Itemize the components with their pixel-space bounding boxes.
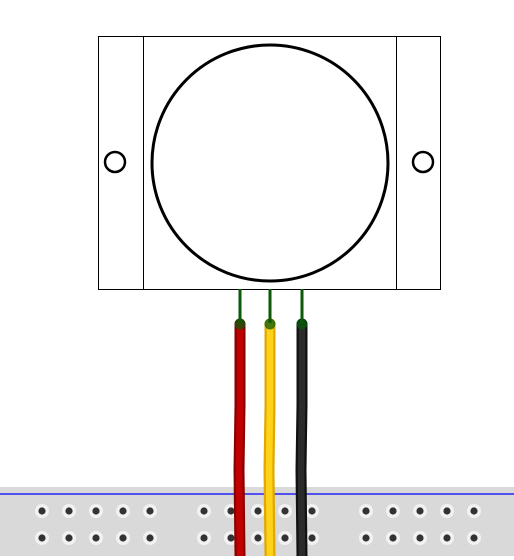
wire-signal	[263, 289, 276, 560]
breadboard	[0, 487, 514, 556]
breadboard-hole	[197, 531, 211, 545]
breadboard-hole	[305, 531, 319, 545]
wire-power	[233, 289, 246, 560]
breadboard-hole	[143, 531, 157, 545]
wire-ground-connector	[296, 318, 308, 330]
breadboard-hole	[413, 531, 427, 545]
wire-ground-core	[297, 320, 306, 560]
breadboard-hole	[359, 504, 373, 518]
wire-power-connector	[234, 318, 246, 330]
breadboard-hole	[278, 504, 292, 518]
breadboard-hole	[386, 504, 400, 518]
left-mounting-hole	[103, 150, 127, 174]
breadboard-body	[0, 487, 514, 556]
breadboard-hole	[467, 531, 481, 545]
breadboard-hole	[251, 504, 265, 518]
breadboard-hole	[35, 504, 49, 518]
breadboard-hole	[116, 531, 130, 545]
breadboard-hole	[116, 504, 130, 518]
wire-signal-connector	[264, 318, 276, 330]
sensor-wires	[233, 289, 308, 560]
sensor-pin-ground	[300, 289, 304, 323]
wire-signal-core	[265, 320, 274, 560]
wire-power-core	[235, 320, 244, 560]
breadboard-hole	[62, 531, 76, 545]
breadboard-hole	[467, 504, 481, 518]
breadboard-hole	[440, 504, 454, 518]
breadboard-hole	[386, 531, 400, 545]
breadboard-hole	[89, 531, 103, 545]
breadboard-hole	[413, 504, 427, 518]
sensor-pin-signal	[268, 289, 272, 323]
wire-ground	[295, 289, 308, 560]
breadboard-hole	[251, 531, 265, 545]
breadboard-hole	[89, 504, 103, 518]
breadboard-hole	[359, 531, 373, 545]
breadboard-hole	[35, 531, 49, 545]
fresnel-lens-dome	[150, 43, 390, 283]
sensor-pin-power	[238, 289, 242, 323]
breadboard-hole	[143, 504, 157, 518]
breadboard-hole	[197, 504, 211, 518]
right-mounting-hole	[411, 150, 435, 174]
breadboard-hole	[305, 504, 319, 518]
breadboard-hole	[278, 531, 292, 545]
breadboard-hole	[440, 531, 454, 545]
pir-sensor-module	[98, 36, 441, 290]
breadboard-holes	[35, 504, 481, 545]
breadboard-hole	[62, 504, 76, 518]
